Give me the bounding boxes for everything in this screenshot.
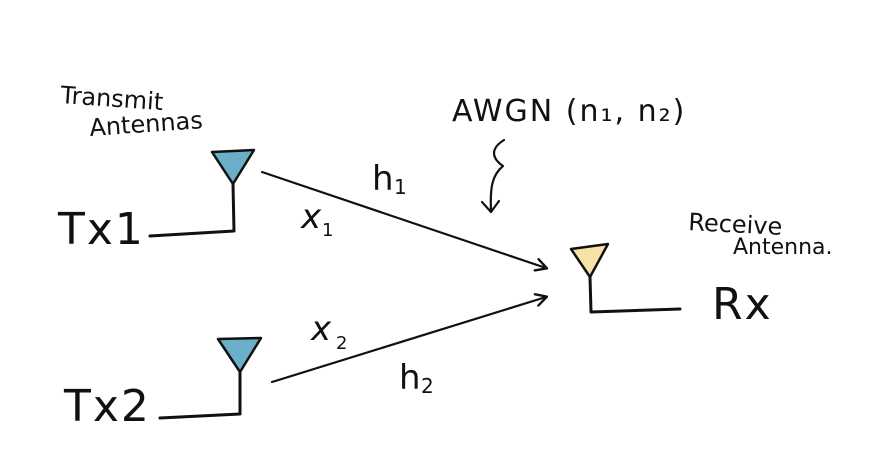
awgn-label: AWGN (n₁, n₂) [452,94,686,129]
channel-h1-arrow [260,170,546,268]
channel-h2-arrow [270,297,546,384]
svg-text:2: 2 [336,333,347,354]
receive-label-line1: Receive [688,208,783,241]
svg-text:x: x [310,309,332,349]
svg-text:x: x [300,197,322,237]
receive-label-line2: Antenna. [733,235,833,260]
tx1-antenna-icon [210,148,256,186]
tx2-antenna-icon [216,336,263,374]
noise-arrow [480,138,506,214]
x1-label: x 1 [300,197,333,241]
h2-label: h 2 [399,358,434,398]
tx2-label: Tx2 [63,381,151,432]
svg-text:h: h [372,159,394,199]
rx-antenna [569,242,682,314]
x2-label: x 2 [310,309,347,354]
svg-text:1: 1 [394,175,407,199]
svg-text:2: 2 [421,374,434,398]
tx1-antenna [148,148,256,238]
tx2-antenna [158,336,263,420]
rx-label: Rx [712,279,773,330]
tx1-label: Tx1 [57,204,145,255]
svg-text:1: 1 [322,220,333,241]
h1-label: h 1 [372,159,407,199]
rx-antenna-icon [569,242,610,279]
svg-text:h: h [399,358,421,398]
